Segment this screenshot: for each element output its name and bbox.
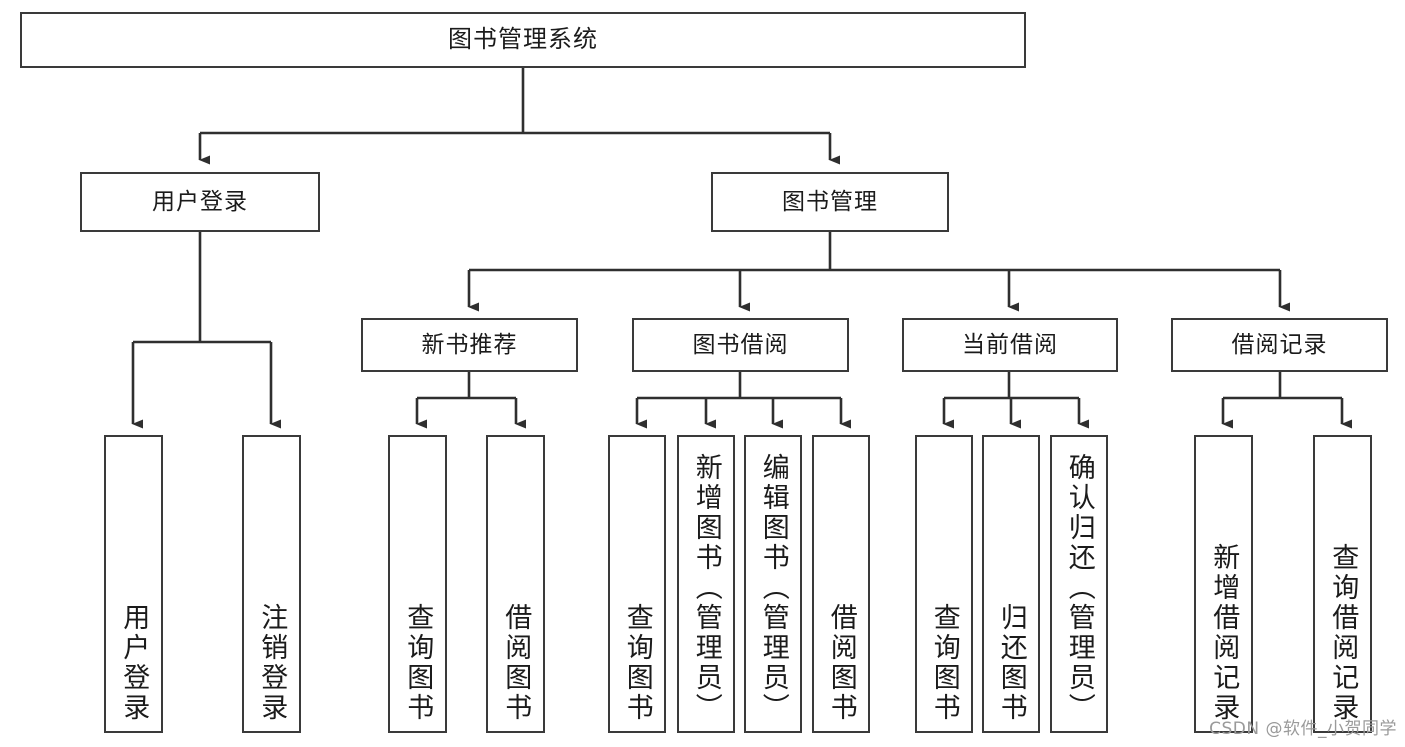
- leaf-confirm-return[interactable]: 确认归还（管理员）: [1050, 435, 1108, 733]
- node-current-borrow[interactable]: 当前借阅: [902, 318, 1118, 372]
- node-label: 编辑图书（管理员）: [757, 453, 789, 723]
- node-label: 借阅记录: [1231, 331, 1328, 358]
- node-label: 查询图书: [928, 603, 960, 723]
- node-label: 当前借阅: [962, 331, 1058, 358]
- node-label: 新增图书（管理员）: [690, 453, 722, 723]
- node-label: 图书管理: [782, 188, 878, 215]
- node-label: 查询图书: [402, 603, 434, 723]
- node-book-management[interactable]: 图书管理: [711, 172, 949, 232]
- node-borrow-record[interactable]: 借阅记录: [1171, 318, 1388, 372]
- leaf-borrow-book-recommend[interactable]: 借阅图书: [486, 435, 545, 733]
- leaf-edit-book[interactable]: 编辑图书（管理员）: [744, 435, 802, 733]
- node-label: 图书管理系统: [448, 25, 598, 54]
- leaf-user-login[interactable]: 用户登录: [104, 435, 163, 733]
- leaf-query-book-current[interactable]: 查询图书: [915, 435, 973, 733]
- node-label: 查询借阅记录: [1327, 543, 1359, 723]
- node-root-book-management-system[interactable]: 图书管理系统: [20, 12, 1026, 68]
- leaf-user-logout[interactable]: 注销登录: [242, 435, 301, 733]
- node-label: 借阅图书: [825, 603, 857, 723]
- node-label: 注销登录: [256, 603, 288, 723]
- node-label: 归还图书: [995, 603, 1027, 723]
- node-label: 用户登录: [152, 188, 248, 215]
- node-label: 借阅图书: [500, 603, 532, 723]
- node-label: 确认归还（管理员）: [1063, 453, 1095, 723]
- node-label: 新书推荐: [421, 331, 518, 358]
- node-user-login[interactable]: 用户登录: [80, 172, 320, 232]
- leaf-return-book[interactable]: 归还图书: [982, 435, 1040, 733]
- node-new-book-recommend[interactable]: 新书推荐: [361, 318, 578, 372]
- node-label: 查询图书: [621, 603, 653, 723]
- node-book-borrow[interactable]: 图书借阅: [632, 318, 849, 372]
- csdn-watermark: CSDN @软件_小贺同学: [1209, 719, 1397, 739]
- leaf-query-book-borrow[interactable]: 查询图书: [608, 435, 666, 733]
- leaf-add-book[interactable]: 新增图书（管理员）: [677, 435, 735, 733]
- node-label: 新增借阅记录: [1208, 543, 1240, 723]
- node-label: 图书借阅: [692, 331, 789, 358]
- leaf-borrow-book[interactable]: 借阅图书: [812, 435, 870, 733]
- leaf-add-borrow-record[interactable]: 新增借阅记录: [1194, 435, 1253, 733]
- node-label: 用户登录: [118, 603, 150, 723]
- leaf-query-book-recommend[interactable]: 查询图书: [388, 435, 447, 733]
- leaf-query-borrow-record[interactable]: 查询借阅记录: [1313, 435, 1372, 733]
